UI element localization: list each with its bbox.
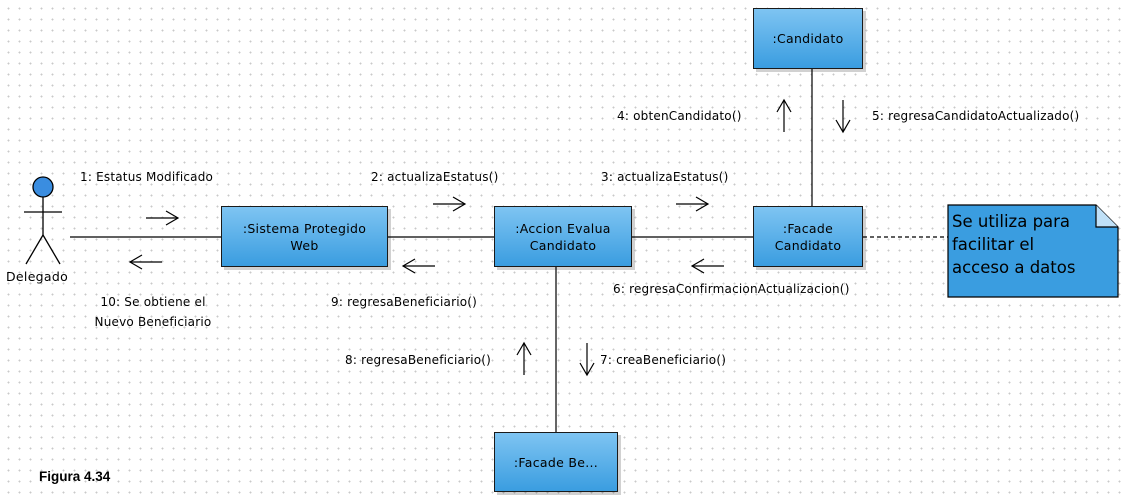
note[interactable]: Se utiliza para facilitar el acceso a da… — [948, 205, 1118, 297]
arrow-m1 — [146, 210, 180, 226]
figure-caption: Figura 4.34 — [39, 469, 111, 484]
object-accion-evalua-candidato[interactable]: :Accion Evalua Candidato — [494, 206, 632, 267]
object-sistema-protegido-web[interactable]: :Sistema Protegido Web — [221, 206, 388, 267]
object-facade-candidato[interactable]: :Facade Candidato — [753, 206, 863, 267]
arrow-m10 — [128, 254, 162, 270]
object-facade-candidato-label: :Facade Candidato — [774, 220, 842, 253]
arrow-m5 — [835, 100, 851, 134]
arrow-m2 — [433, 196, 467, 212]
actor-name: Delegado — [6, 269, 69, 284]
object-sistema-label: :Sistema Protegido Web — [242, 220, 367, 253]
message-6-label: 6: regresaConfirmacionActualizacion() — [613, 282, 850, 296]
message-4-label: 4: obtenCandidato() — [617, 109, 742, 123]
arrow-m3 — [676, 196, 710, 212]
message-7-label: 7: creaBeneficiario() — [600, 353, 727, 367]
message-10-label: 10: Se obtiene el Nuevo Beneficiario — [94, 295, 212, 329]
arrow-m9 — [401, 258, 435, 274]
message-8-label: 8: regresaBeneficiario() — [345, 353, 492, 367]
object-candidato-label: :Candidato — [772, 31, 844, 46]
arrow-m8 — [516, 341, 532, 375]
arrow-m7 — [579, 343, 595, 377]
message-5-label: 5: regresaCandidatoActualizado() — [872, 109, 1080, 123]
message-1-label: 1: Estatus Modificado — [80, 170, 214, 184]
object-facade-beneficiario-label: :Facade Be... — [513, 454, 599, 470]
object-candidato[interactable]: :Candidato — [753, 8, 863, 69]
note-text: Se utiliza para facilitar el acceso a da… — [952, 212, 1076, 277]
actor-figure[interactable] — [24, 176, 62, 265]
object-accion-label: :Accion Evalua Candidato — [515, 220, 611, 253]
object-facade-beneficiario[interactable]: :Facade Be... — [494, 432, 618, 492]
arrow-m6 — [690, 258, 724, 274]
message-2-label: 2: actualizaEstatus() — [371, 170, 499, 184]
message-3-label: 3: actualizaEstatus() — [601, 170, 729, 184]
note-shape — [947, 204, 1119, 298]
arrow-m4 — [776, 98, 792, 132]
message-9-label: 9: regresaBeneficiario() — [331, 295, 478, 309]
